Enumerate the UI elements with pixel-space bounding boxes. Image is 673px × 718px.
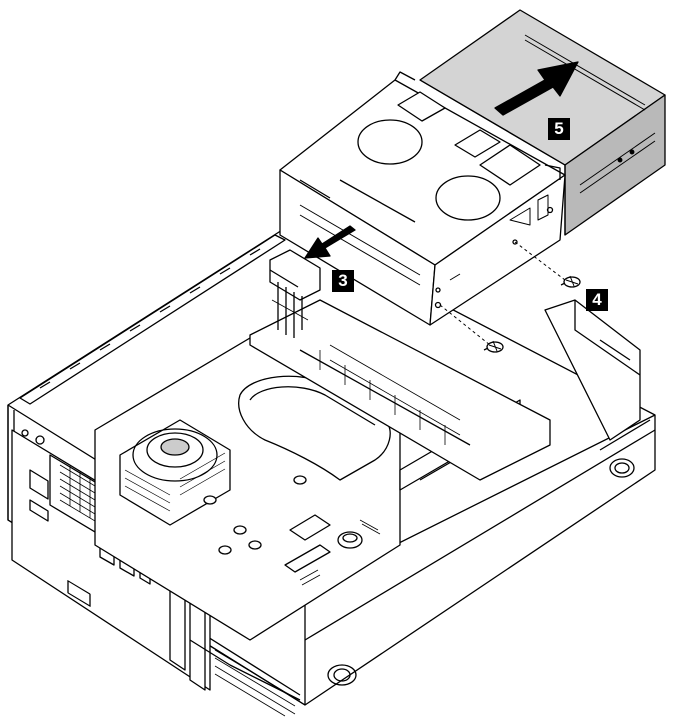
drive-bracket — [279, 71, 566, 326]
screw-icon — [560, 275, 581, 288]
rail-slots — [39, 248, 261, 389]
chassis-side-rail — [19, 234, 286, 405]
cpu-heatsink — [119, 419, 231, 526]
step-3-label: 3 — [332, 270, 354, 292]
motherboard — [94, 299, 551, 641]
capacitors — [203, 475, 363, 555]
sata-cable — [269, 249, 321, 338]
drive-bay-cage — [249, 299, 551, 481]
chassis-right-wall — [544, 299, 641, 441]
arrow-up-right-icon — [494, 61, 579, 116]
arrow-down-left-icon — [304, 225, 356, 259]
screw-guide-lines — [439, 241, 566, 346]
step-5-label: 5 — [548, 118, 570, 140]
chassis-front-panel — [304, 429, 656, 641]
screw-icon — [483, 340, 504, 353]
step-4-label: 4 — [586, 289, 608, 311]
